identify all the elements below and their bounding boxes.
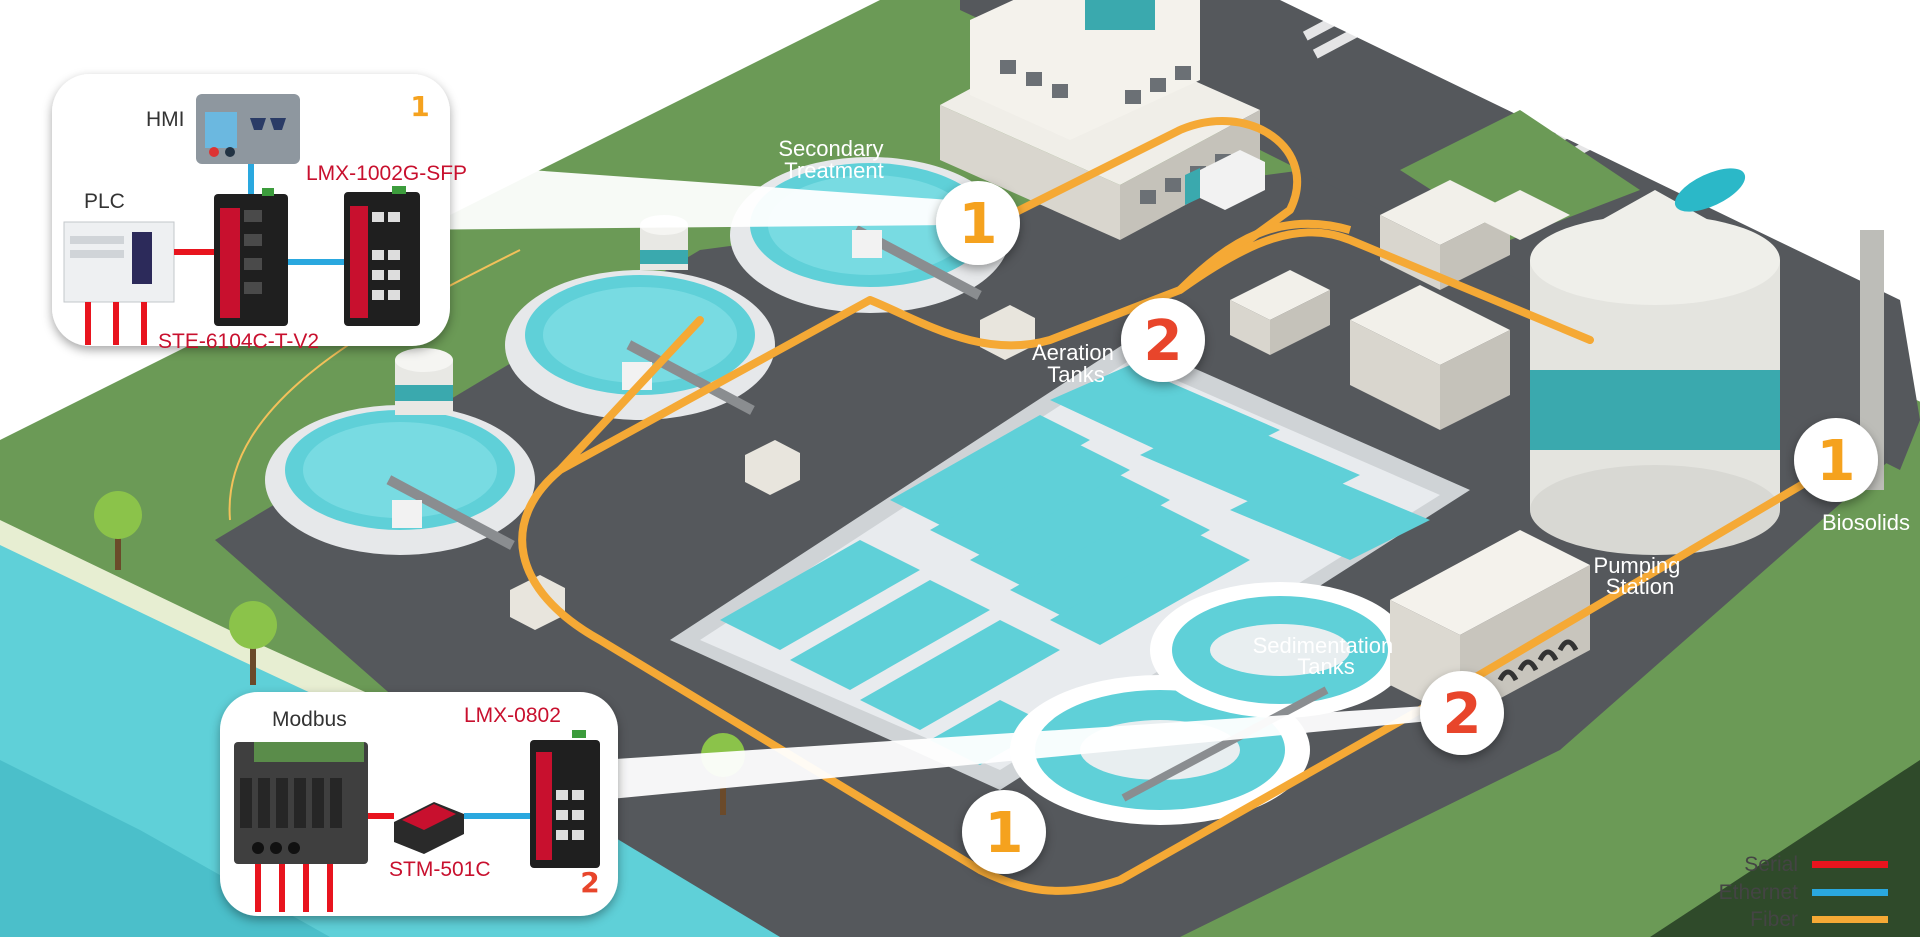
label-pumping-station: Pumping Station xyxy=(1594,553,1687,599)
badge-secondary: 1 xyxy=(936,181,1020,265)
svg-text:2: 2 xyxy=(1144,309,1183,374)
modbus-label: Modbus xyxy=(272,708,347,731)
legend-ethernet-label: Ethernet xyxy=(1719,881,1799,904)
svg-text:1: 1 xyxy=(1817,429,1856,494)
fiber-switch-icon xyxy=(344,186,420,326)
badge-sedimentation: 1 xyxy=(962,790,1046,874)
legend-ethernet-swatch xyxy=(1812,889,1888,896)
callout-wedge-1 xyxy=(390,160,950,230)
label-aeration-tanks: Aeration Tanks xyxy=(1032,340,1120,387)
trees xyxy=(94,491,745,815)
plc-device-icon xyxy=(63,221,175,303)
converter-model-label: STM-501C xyxy=(389,858,491,881)
label-sedimentation-tanks: Sedimentation Tanks xyxy=(1253,633,1400,679)
hmi-device-icon xyxy=(196,94,300,164)
sedimentation-tanks xyxy=(1010,582,1410,825)
switch-model-label-1: LMX-1002G-SFP xyxy=(306,162,467,185)
fiber-branch xyxy=(1177,219,1352,293)
callout-wedge-2 xyxy=(600,705,1440,800)
badge-aeration: 2 xyxy=(1121,298,1205,382)
callout-panel-1: 1 HMI PLC xyxy=(52,74,467,353)
ethernet-switch-icon xyxy=(530,730,600,868)
panel-2-number: 2 xyxy=(580,866,599,899)
legend: Serial Ethernet Fiber xyxy=(1719,853,1888,931)
truck xyxy=(1185,150,1265,210)
plc-label: PLC xyxy=(84,190,125,213)
main-building xyxy=(940,0,1260,240)
panel-1-number: 1 xyxy=(410,90,429,123)
svg-text:1: 1 xyxy=(959,192,998,257)
callout-panel-2: 2 Modbus xyxy=(220,692,618,916)
legend-serial-label: Serial xyxy=(1744,853,1798,876)
label-secondary-treatment: Secondary Treatment xyxy=(778,136,889,183)
legend-serial-swatch xyxy=(1812,861,1888,868)
badge-biosolids: 1 xyxy=(1794,418,1878,502)
car xyxy=(1674,168,1746,212)
legend-fiber-swatch xyxy=(1812,916,1888,923)
label-biosolids: Biosolids xyxy=(1822,510,1910,535)
fiber-ring xyxy=(518,117,1814,895)
switch-model-label-2: LMX-0802 xyxy=(464,704,561,727)
legend-fiber-label: Fiber xyxy=(1750,908,1798,931)
clarifier-3 xyxy=(265,405,565,630)
svg-text:2: 2 xyxy=(1443,682,1482,747)
clarifier-2 xyxy=(505,270,800,495)
svg-text:1: 1 xyxy=(985,801,1024,866)
small-silos xyxy=(395,215,688,415)
small-buildings xyxy=(1230,180,1570,430)
modbus-io-module-icon xyxy=(234,742,368,864)
badge-pumping: 2 xyxy=(1420,671,1504,755)
server-model-label: STE-6104C-T-V2 xyxy=(158,330,319,353)
serial-converter-icon xyxy=(394,802,464,854)
digester-silo xyxy=(1530,190,1884,555)
aeration-tank-grid xyxy=(670,340,1470,790)
hmi-label: HMI xyxy=(146,108,185,131)
serial-device-server-icon xyxy=(214,188,288,326)
